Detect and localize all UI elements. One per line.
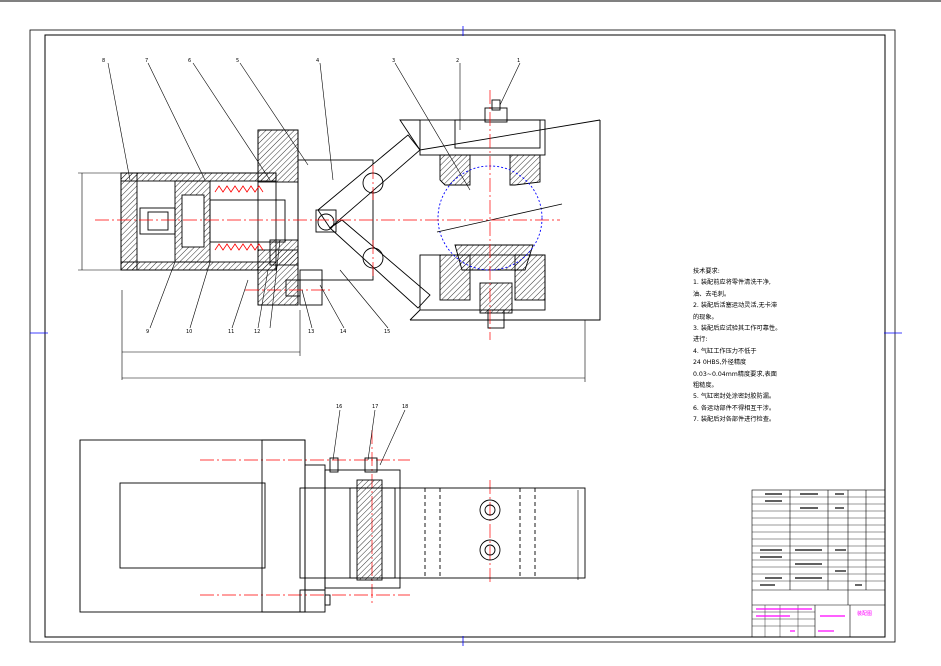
top-view <box>79 439 586 613</box>
border-ticks <box>30 26 902 646</box>
notes-line: 3. 装配后应试验其工作可靠性。 <box>693 325 782 333</box>
notes-line: 5. 气缸密封处涂密封胶防漏。 <box>693 393 776 401</box>
callout-labels: 8 7 6 5 4 3 2 1 9 10 11 12 13 14 15 16 1… <box>102 58 520 410</box>
notes-line: 24 0HBS,外径精度 <box>693 359 747 367</box>
notes-line: 油、去毛刺。 <box>693 290 731 298</box>
notes-line: 1. 装配前应将零件清洗干净, <box>693 279 771 287</box>
svg-text:15: 15 <box>384 329 390 335</box>
notes-heading: 技术要求: <box>693 268 720 275</box>
title-block <box>751 489 886 638</box>
outer-frame <box>29 29 896 643</box>
svg-text:4: 4 <box>316 58 319 64</box>
svg-text:7: 7 <box>145 58 148 64</box>
notes-line: 2. 装配后活塞运动灵活,无卡滞 <box>693 302 778 310</box>
notes-line: 4. 气缸工作压力不低于 <box>693 347 757 355</box>
svg-text:14: 14 <box>340 329 346 335</box>
inner-frame <box>44 34 886 638</box>
svg-text:3: 3 <box>392 58 395 64</box>
svg-text:16: 16 <box>336 404 342 410</box>
front-section-view <box>120 99 601 329</box>
notes-line: 7. 装配后对各部件进行检查。 <box>693 416 776 424</box>
svg-text:5: 5 <box>236 58 239 64</box>
notes-line: 进行: <box>693 336 708 344</box>
svg-text:17: 17 <box>372 404 378 410</box>
svg-text:2: 2 <box>456 58 459 64</box>
svg-text:1: 1 <box>517 58 520 64</box>
title-block-marks <box>760 493 862 586</box>
svg-text:11: 11 <box>228 329 234 335</box>
svg-text:12: 12 <box>254 329 260 335</box>
spring <box>214 185 264 251</box>
notes-line: 0.03~0.04mm精度要求,表面 <box>693 370 777 378</box>
notes-line: 粗糙度。 <box>693 382 718 390</box>
notes-line: 的现象。 <box>693 313 718 321</box>
svg-text:18: 18 <box>402 404 408 410</box>
technical-notes: 技术要求: 1. 装配前应将零件清洗干净, 油、去毛刺。 2. 装配后活塞运动灵… <box>693 266 843 426</box>
notes-line: 6. 各运动部件不得相互干涉。 <box>693 404 776 412</box>
svg-text:13: 13 <box>308 329 314 335</box>
svg-text:6: 6 <box>188 58 191 64</box>
svg-text:10: 10 <box>186 329 192 335</box>
title-accent-marks <box>756 608 845 632</box>
centerlines <box>95 90 560 605</box>
svg-text:8: 8 <box>102 58 105 64</box>
leader-lines <box>107 62 521 466</box>
title-cell: 装配图 <box>857 611 873 617</box>
svg-text:9: 9 <box>146 329 149 335</box>
